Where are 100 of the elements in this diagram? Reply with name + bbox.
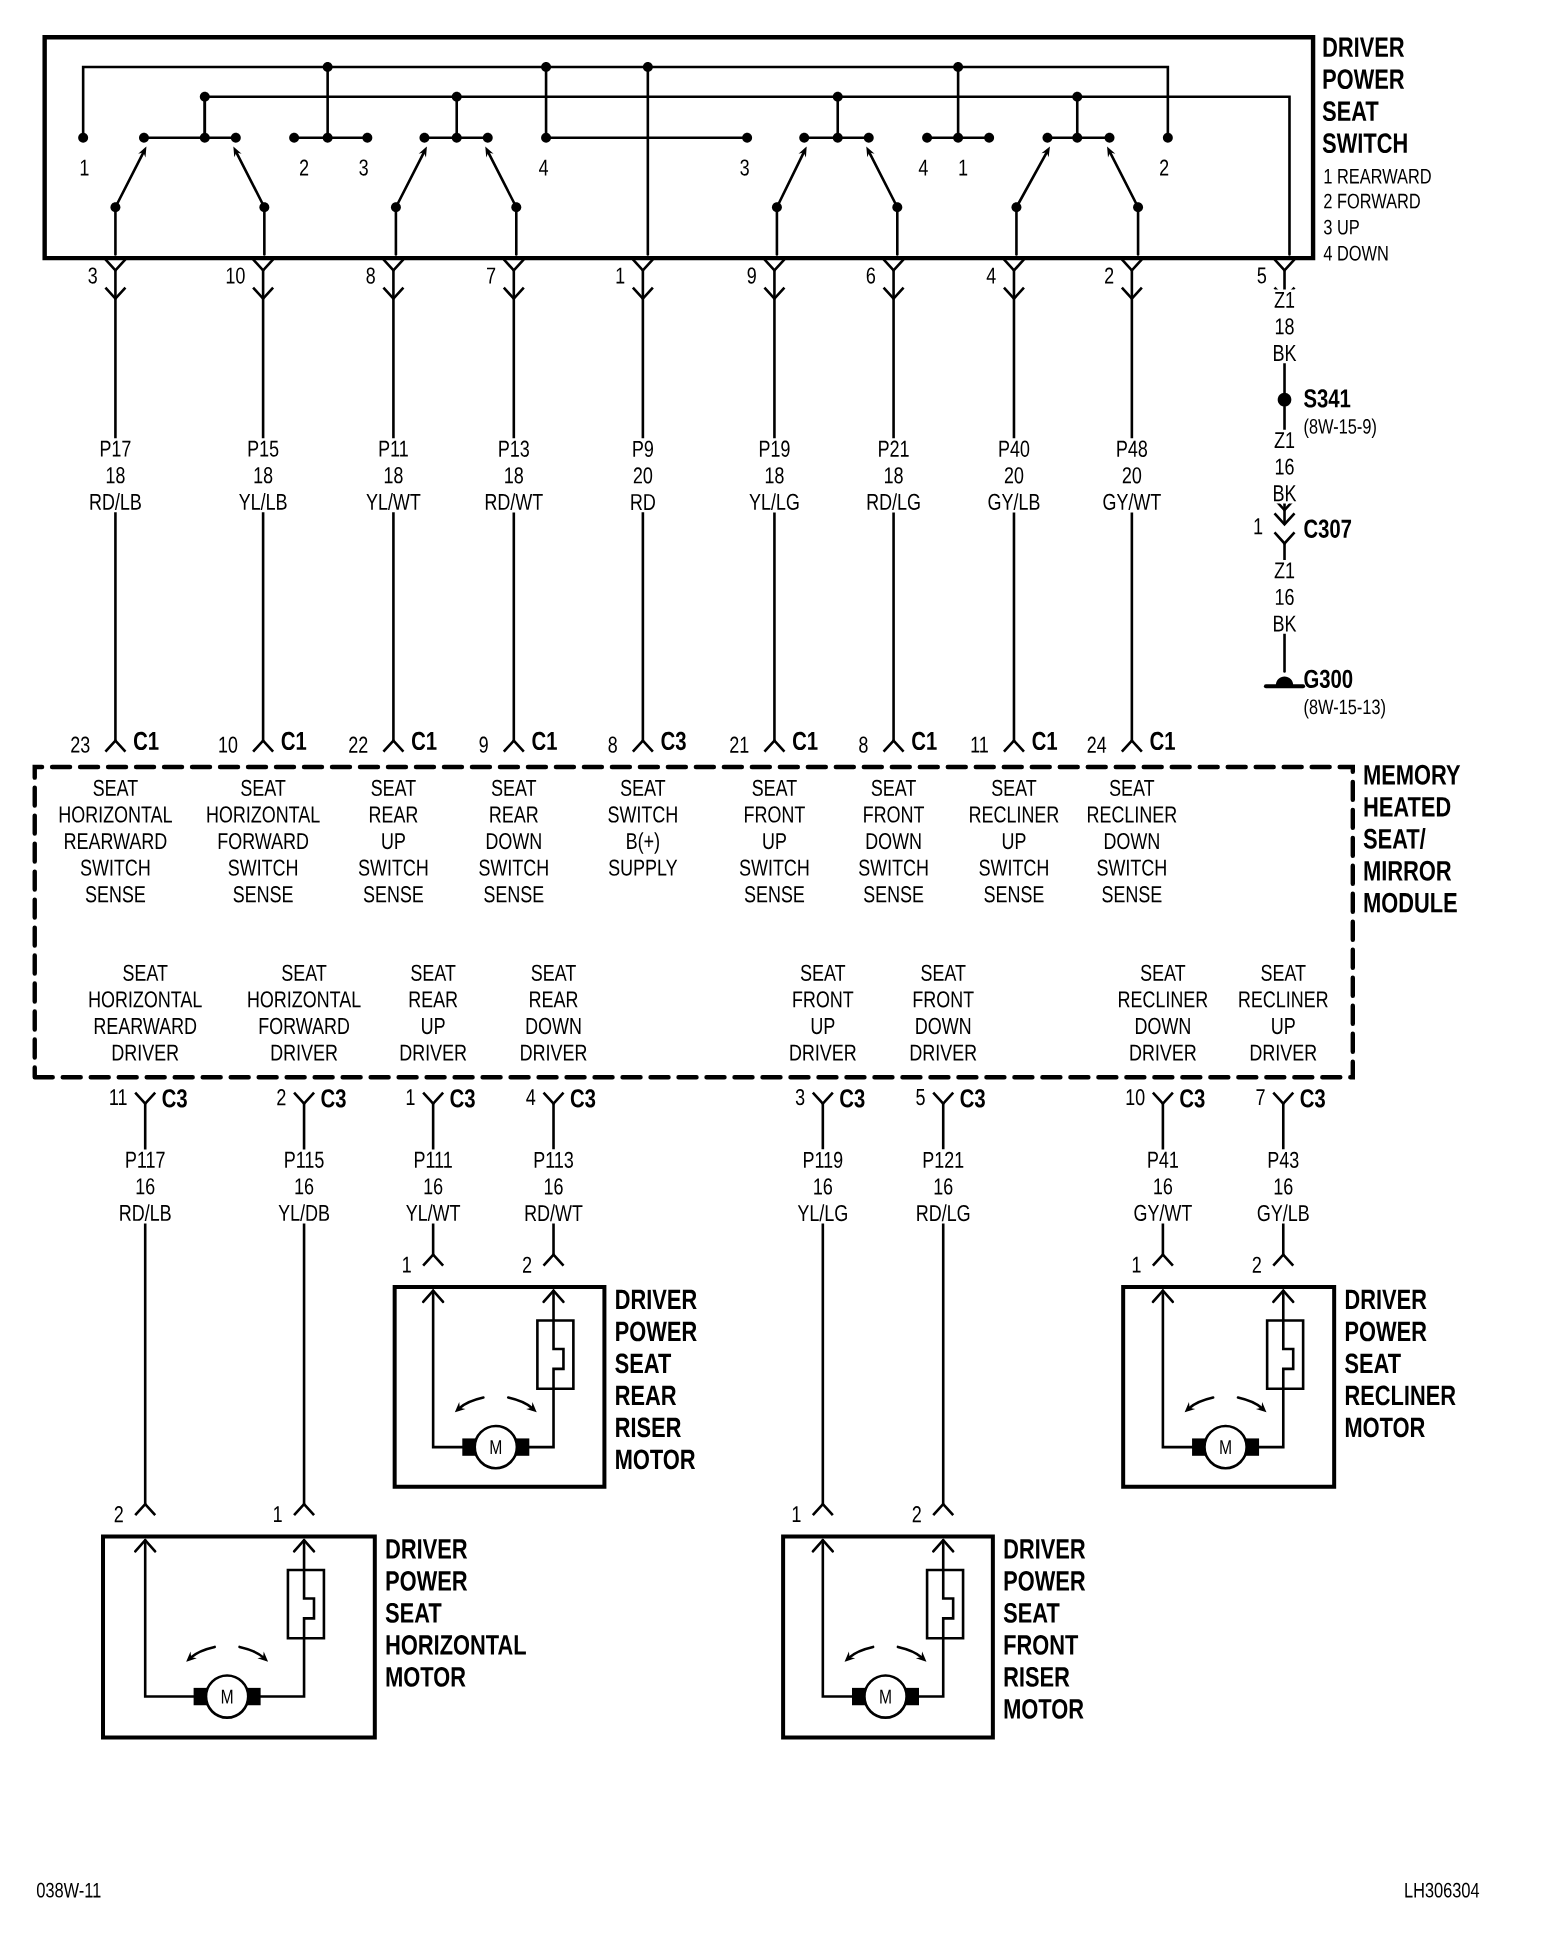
- component-label: DRIVER POWER SEAT SWITCH: [1322, 37, 1407, 154]
- function-label: SEAT RECLINER DOWN DRIVER: [1118, 964, 1208, 1061]
- page-reference: (8W-15-9): [1304, 418, 1376, 438]
- connector-id: C3: [661, 731, 686, 751]
- pin-number: 1: [1132, 1256, 1141, 1273]
- function-label: SEAT RECLINER DOWN SWITCH SENSE: [1087, 779, 1177, 903]
- pin-number: 2: [522, 1256, 531, 1273]
- figure-code: LH306304: [1405, 1882, 1479, 1898]
- component-label: DRIVER POWER SEAT HORIZONTAL MOTOR: [385, 1539, 526, 1687]
- connector-id: C3: [321, 1089, 346, 1108]
- contact-number: 4: [538, 159, 548, 176]
- function-label: SEAT REAR DOWN SWITCH SENSE: [479, 779, 548, 903]
- wire-label: P17 18 RD/LB: [82, 438, 148, 513]
- pin-number: 2: [1104, 267, 1113, 284]
- pin-number: 1: [406, 1089, 415, 1106]
- pin-number: 4: [986, 267, 996, 284]
- wire-label: P41 16 GY/WT: [1127, 1149, 1199, 1224]
- pin-number: 7: [486, 267, 495, 284]
- pin-number: 7: [1256, 1089, 1265, 1106]
- contact-number: 2: [1159, 159, 1168, 176]
- pin-number: 10: [1126, 1089, 1145, 1106]
- wire-label: P119 16 YL/LG: [791, 1149, 854, 1224]
- pin-number: 2: [1252, 1256, 1261, 1273]
- splice-id: S341: [1303, 389, 1351, 408]
- pin-number: 3: [88, 267, 97, 284]
- wire-label: P121 16 RD/LG: [909, 1149, 977, 1224]
- pin-number: 10: [226, 267, 245, 284]
- contact-number: 1: [959, 159, 967, 176]
- pin-number: 9: [747, 267, 756, 284]
- function-label: SEAT HORIZONTAL REARWARD SWITCH SENSE: [59, 779, 172, 903]
- connector-id: C1: [911, 731, 937, 751]
- component-label: DRIVER POWER SEAT REAR RISER MOTOR: [615, 1289, 697, 1470]
- position-note: 1 REARWARD: [1324, 169, 1431, 184]
- function-label: SEAT FRONT UP DRIVER: [790, 964, 856, 1061]
- wire-label: P113 16 RD/WT: [517, 1149, 589, 1224]
- connector-id: C307: [1304, 519, 1351, 538]
- connector-id: C1: [532, 731, 557, 751]
- wire-label: P15 18 YL/LB: [232, 438, 294, 513]
- contact-number: 1: [80, 159, 89, 176]
- connector-id: C3: [162, 1089, 187, 1108]
- pin-number: 3: [795, 1089, 805, 1106]
- connector-id: C3: [1300, 1089, 1325, 1108]
- position-note: 2 FORWARD: [1323, 193, 1420, 209]
- function-label: SEAT FRONT DOWN SWITCH SENSE: [858, 779, 928, 903]
- pin-number: 5: [916, 1089, 925, 1106]
- figure-code: 038W-11: [36, 1882, 101, 1898]
- pin-number: 2: [277, 1089, 286, 1106]
- wire-label: P19 18 YL/LG: [742, 438, 806, 513]
- function-label: SEAT HORIZONTAL FORWARD SWITCH SENSE: [207, 779, 320, 903]
- pin-number: 6: [866, 267, 875, 284]
- pin-number: 1: [402, 1256, 411, 1273]
- contact-number: 4: [918, 159, 928, 176]
- pin-number: 5: [1257, 267, 1266, 284]
- connector-id: C3: [960, 1089, 985, 1108]
- function-label: SEAT HORIZONTAL REARWARD DRIVER: [89, 964, 202, 1061]
- function-label: SEAT REAR UP SWITCH SENSE: [358, 779, 428, 903]
- pin-number: 1: [792, 1506, 801, 1523]
- connector-id: C3: [839, 1089, 865, 1108]
- connector-id: C3: [570, 1089, 595, 1108]
- ground-id: G300: [1304, 669, 1352, 689]
- function-label: SEAT SWITCH B(+) SUPPLY: [608, 779, 677, 876]
- component-label: DRIVER POWER SEAT RECLINER MOTOR: [1344, 1289, 1456, 1438]
- pin-number: 11: [110, 1089, 127, 1106]
- connector-id: C3: [1180, 1089, 1205, 1108]
- wire-label: P48 20 GY/WT: [1096, 438, 1168, 513]
- wire-label: P9 20 RD: [624, 438, 661, 513]
- function-label: SEAT RECLINER UP SWITCH SENSE: [969, 779, 1059, 903]
- wire-label: Z1 18 BK: [1267, 289, 1302, 364]
- contact-number: 3: [359, 159, 368, 176]
- wire-label: P21 18 RD/LG: [859, 438, 927, 513]
- wire-label: P13 18 RD/WT: [477, 438, 550, 513]
- pin-number: 2: [912, 1506, 921, 1523]
- page-reference: (8W-15-13): [1304, 698, 1385, 719]
- component-label: DRIVER POWER SEAT FRONT RISER MOTOR: [1003, 1539, 1085, 1719]
- function-label: SEAT REAR DOWN DRIVER: [520, 964, 587, 1061]
- wire-label: Z1 16 BK: [1267, 429, 1302, 504]
- wire-label: Z1 16 BK: [1267, 560, 1302, 634]
- pin-number: 2: [114, 1506, 123, 1523]
- wire-label: P111 16 YL/WT: [399, 1149, 467, 1224]
- position-note: 3 UP: [1323, 219, 1359, 235]
- wire-label: P115 16 YL/DB: [271, 1149, 336, 1224]
- connector-id: C1: [1032, 731, 1057, 751]
- wire-label: P43 16 GY/LB: [1250, 1149, 1316, 1224]
- connector-id: C1: [133, 731, 159, 751]
- function-label: SEAT FRONT UP SWITCH SENSE: [739, 779, 809, 903]
- pin-number: 1: [273, 1506, 282, 1523]
- connector-id: C1: [281, 731, 306, 751]
- connector-id: C1: [1150, 731, 1175, 751]
- wire-label: P40 20 GY/LB: [981, 438, 1047, 513]
- function-label: SEAT HORIZONTAL FORWARD DRIVER: [248, 964, 361, 1061]
- pin-number: 1: [616, 267, 625, 284]
- connector-id: C1: [792, 731, 818, 751]
- pin-number: 1: [1254, 518, 1262, 535]
- contact-number: 3: [740, 159, 749, 176]
- position-note: 4 DOWN: [1323, 245, 1388, 261]
- function-label: SEAT FRONT DOWN DRIVER: [910, 964, 977, 1061]
- pin-number: 8: [366, 267, 375, 284]
- component-label: MEMORY HEATED SEAT/ MIRROR MODULE: [1363, 764, 1460, 913]
- pin-number: 4: [526, 1089, 535, 1106]
- wire-label: P117 16 RD/LB: [112, 1149, 178, 1224]
